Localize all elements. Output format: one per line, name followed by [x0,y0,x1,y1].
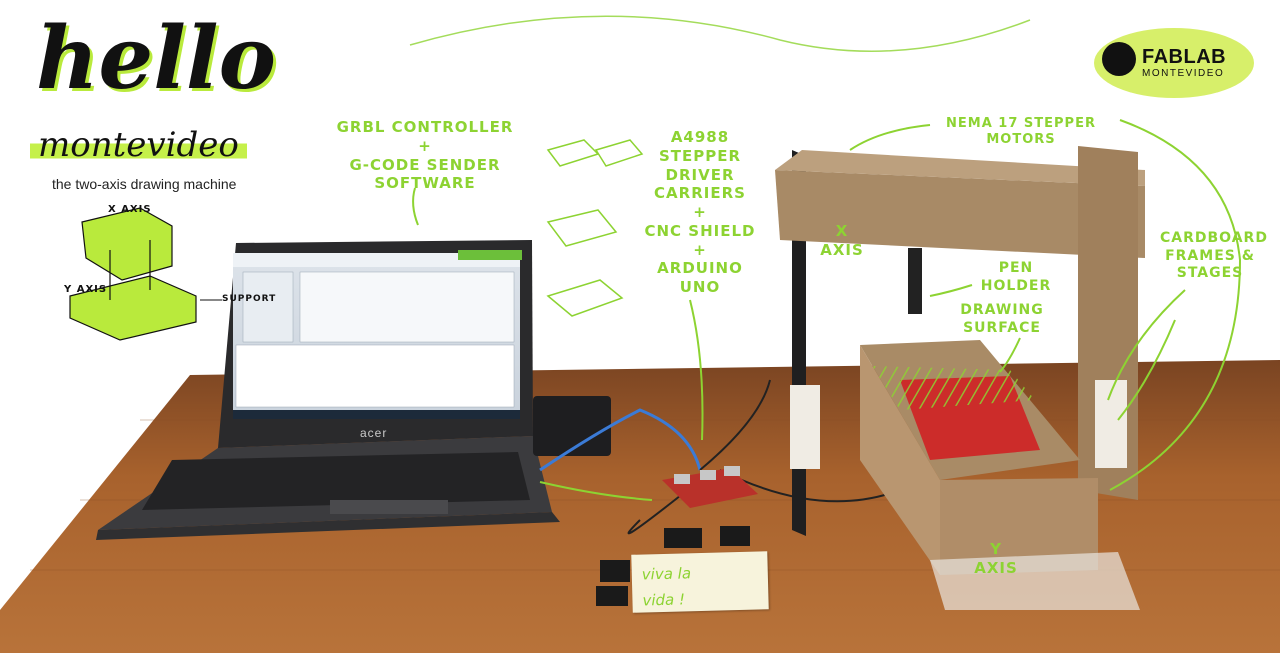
laptop [96,240,560,540]
arduino-board [662,466,758,508]
board-doodles [546,139,644,317]
drawing-machine [775,146,1145,610]
sketch-label-x-axis: X AXIS [108,204,152,215]
binder-clips [596,526,750,606]
fablab-icon [1102,42,1136,76]
fablab-logo: FABLAB MONTEVIDEO [1080,18,1270,98]
montevideo-title: montevideo [30,128,247,162]
logo-city: MONTEVIDEO [1142,68,1225,79]
annotation-x-axis: X AXIS [820,222,864,259]
sketch-label-support: SUPPORT [222,294,277,304]
annotation-cardboard: CARDBOARD FRAMES & STAGES [1160,230,1268,281]
annotation-electronics: A4988 STEPPER DRIVER CARRIERS + CNC SHIE… [644,128,756,296]
laptop-brand: acer [360,426,388,440]
hello-title: hello [36,8,276,109]
machine-sketch [69,207,222,341]
logo-name: FABLAB [1142,46,1227,68]
annotation-grbl: GRBL CONTROLLER + G-CODE SENDER SOFTWARE [336,118,514,193]
annotation-arrows [412,119,1242,501]
annotation-drawing-surface: DRAWING SURFACE [960,302,1044,336]
annotation-y-axis: Y AXIS [974,540,1018,577]
annotation-nema17: NEMA 17 STEPPER MOTORS [946,116,1096,148]
power-adapter [533,396,611,456]
sticky-note: viva la vida ! [631,551,769,613]
top-scribble [409,15,1031,52]
annotation-pen-holder: PEN HOLDER [980,260,1052,294]
usb-cable [539,408,702,472]
subtitle: the two-axis drawing machine [52,176,237,192]
note-text: viva la vida ! [641,564,692,610]
sketch-label-y-axis: Y AXIS [64,284,108,295]
